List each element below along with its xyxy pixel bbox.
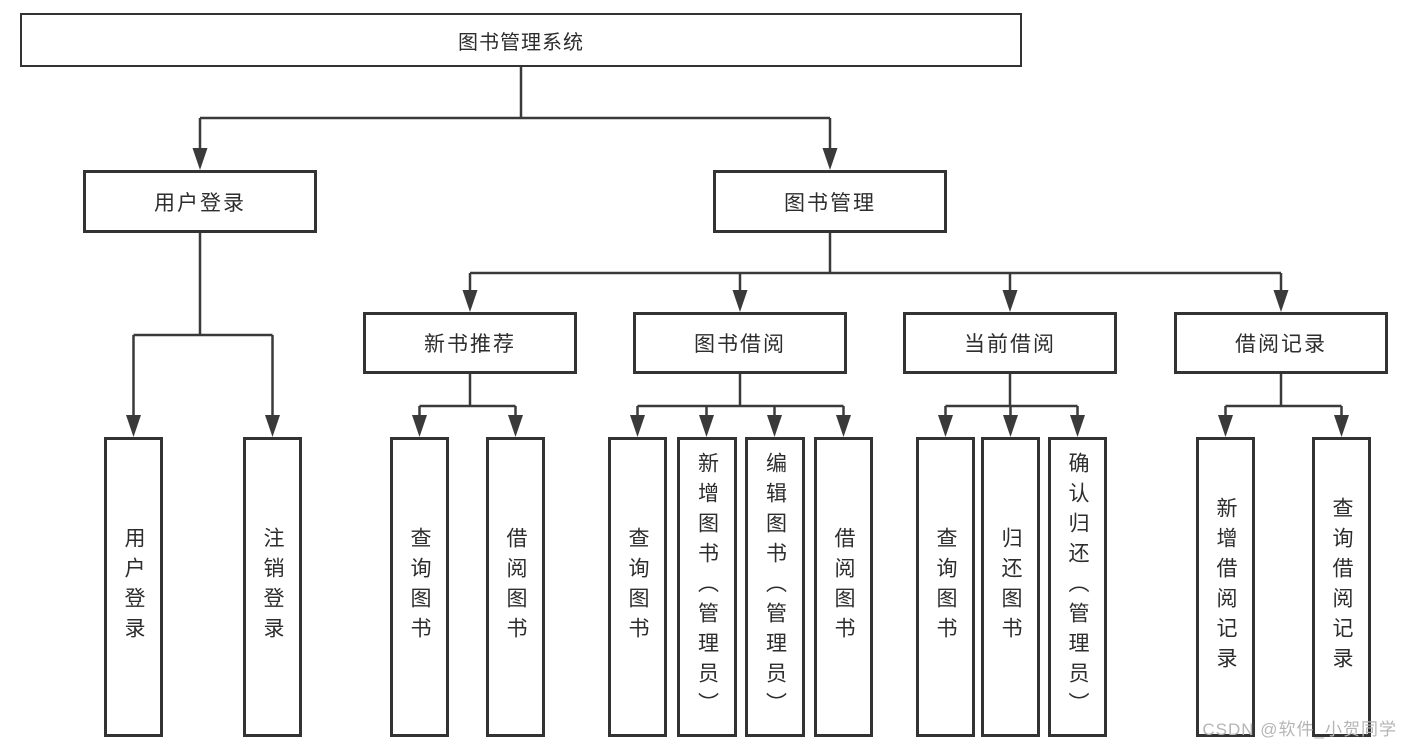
leaf-borrow-book: 借阅图书: [814, 437, 873, 737]
connector-lines: [132, 67, 1343, 419]
leaf-label: 用户登录: [122, 527, 145, 647]
leaf-query-book-recommend: 查询图书: [390, 437, 449, 737]
node-book-borrow: 图书借阅: [633, 312, 847, 374]
leaf-user-login: 用户登录: [104, 437, 163, 737]
leaf-label: 归还图书: [999, 527, 1022, 647]
leaf-label: 编辑图书（管理员）: [763, 452, 787, 722]
leaf-label: 查询借阅记录: [1330, 497, 1353, 677]
leaf-label: 查询图书: [408, 527, 431, 647]
leaf-edit-book-admin: 编辑图书（管理员）: [745, 437, 805, 737]
leaf-borrow-book-recommend: 借阅图书: [486, 437, 545, 737]
node-borrow-record: 借阅记录: [1174, 312, 1388, 374]
leaf-query-book-current: 查询图书: [916, 437, 975, 737]
leaf-label: 查询图书: [626, 527, 649, 647]
leaf-label: 新增图书（管理员）: [695, 452, 719, 722]
leaf-query-book: 查询图书: [608, 437, 667, 737]
node-library-management-system: 图书管理系统: [20, 13, 1022, 67]
node-current-borrow: 当前借阅: [903, 312, 1117, 374]
leaf-label: 查询图书: [934, 527, 957, 647]
leaf-label: 确认归还（管理员）: [1066, 452, 1089, 722]
leaf-confirm-return-admin: 确认归还（管理员）: [1048, 437, 1107, 737]
node-new-book-recommend: 新书推荐: [363, 312, 577, 374]
node-book-management: 图书管理: [713, 170, 947, 233]
leaf-label: 借阅图书: [832, 527, 855, 647]
leaf-label: 借阅图书: [504, 527, 527, 647]
leaf-label: 注销登录: [261, 527, 284, 647]
arrowheads: [126, 148, 1349, 437]
leaf-query-borrow-record: 查询借阅记录: [1312, 437, 1371, 737]
leaf-return-book: 归还图书: [981, 437, 1040, 737]
leaf-add-book-admin: 新增图书（管理员）: [677, 437, 737, 737]
leaf-logout: 注销登录: [243, 437, 302, 737]
leaf-label: 新增借阅记录: [1214, 497, 1237, 677]
csdn-watermark: CSDN @软件_小贺同学: [1202, 720, 1397, 739]
node-user-login: 用户登录: [83, 170, 317, 233]
leaf-add-borrow-record: 新增借阅记录: [1196, 437, 1255, 737]
